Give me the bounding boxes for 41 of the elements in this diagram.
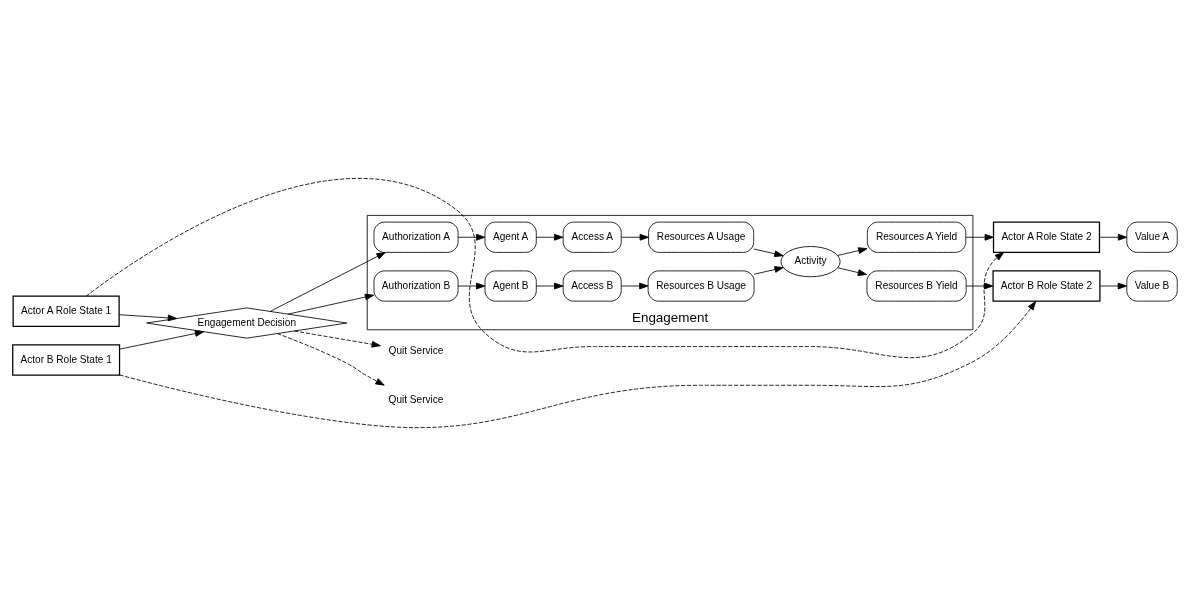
arrow [119,329,205,350]
node-box: Access B [562,269,622,302]
node-box: Agent A [484,221,537,253]
arrow [1099,233,1128,241]
arrow [621,282,649,289]
arrow [85,177,1005,358]
arrow [276,332,385,386]
node-box: Resources B Yield [866,269,967,302]
node-box: Access A [562,221,622,253]
arrow [753,248,784,257]
arrow [837,246,868,256]
arrow [753,265,784,275]
node-box: Value B [1126,269,1178,302]
node-box: Actor A Role State 1 [12,295,120,327]
node-text: Quit Service [388,344,444,356]
arrow [837,266,868,276]
arrow [535,282,564,289]
node-box: Actor B Role State 2 [992,269,1101,302]
arrow [269,251,386,312]
node-ellipse: Activity [780,245,841,277]
arrow [293,330,381,348]
node-box: Agent B [484,269,537,302]
arrow [535,233,564,241]
arrow [287,293,375,315]
arrow [118,313,178,321]
arrow [119,300,1037,428]
arrow [621,233,649,241]
node-box: Value A [1126,221,1178,253]
node-text: Quit Service [388,393,444,405]
arrow [457,233,486,241]
node-box: Resources B Usage [647,269,755,302]
node-box: Resources A Usage [648,221,755,253]
node-box: Resources A Yield [866,221,967,253]
arrow [965,233,994,241]
node-box: Actor B Role State 1 [12,343,121,376]
node-box: Actor A Role State 2 [992,221,1101,253]
arrow [965,282,994,289]
arrow [457,282,486,289]
node-box: Authorization A [373,221,459,253]
node-box: Authorization B [373,269,459,302]
arrow [1099,282,1127,289]
